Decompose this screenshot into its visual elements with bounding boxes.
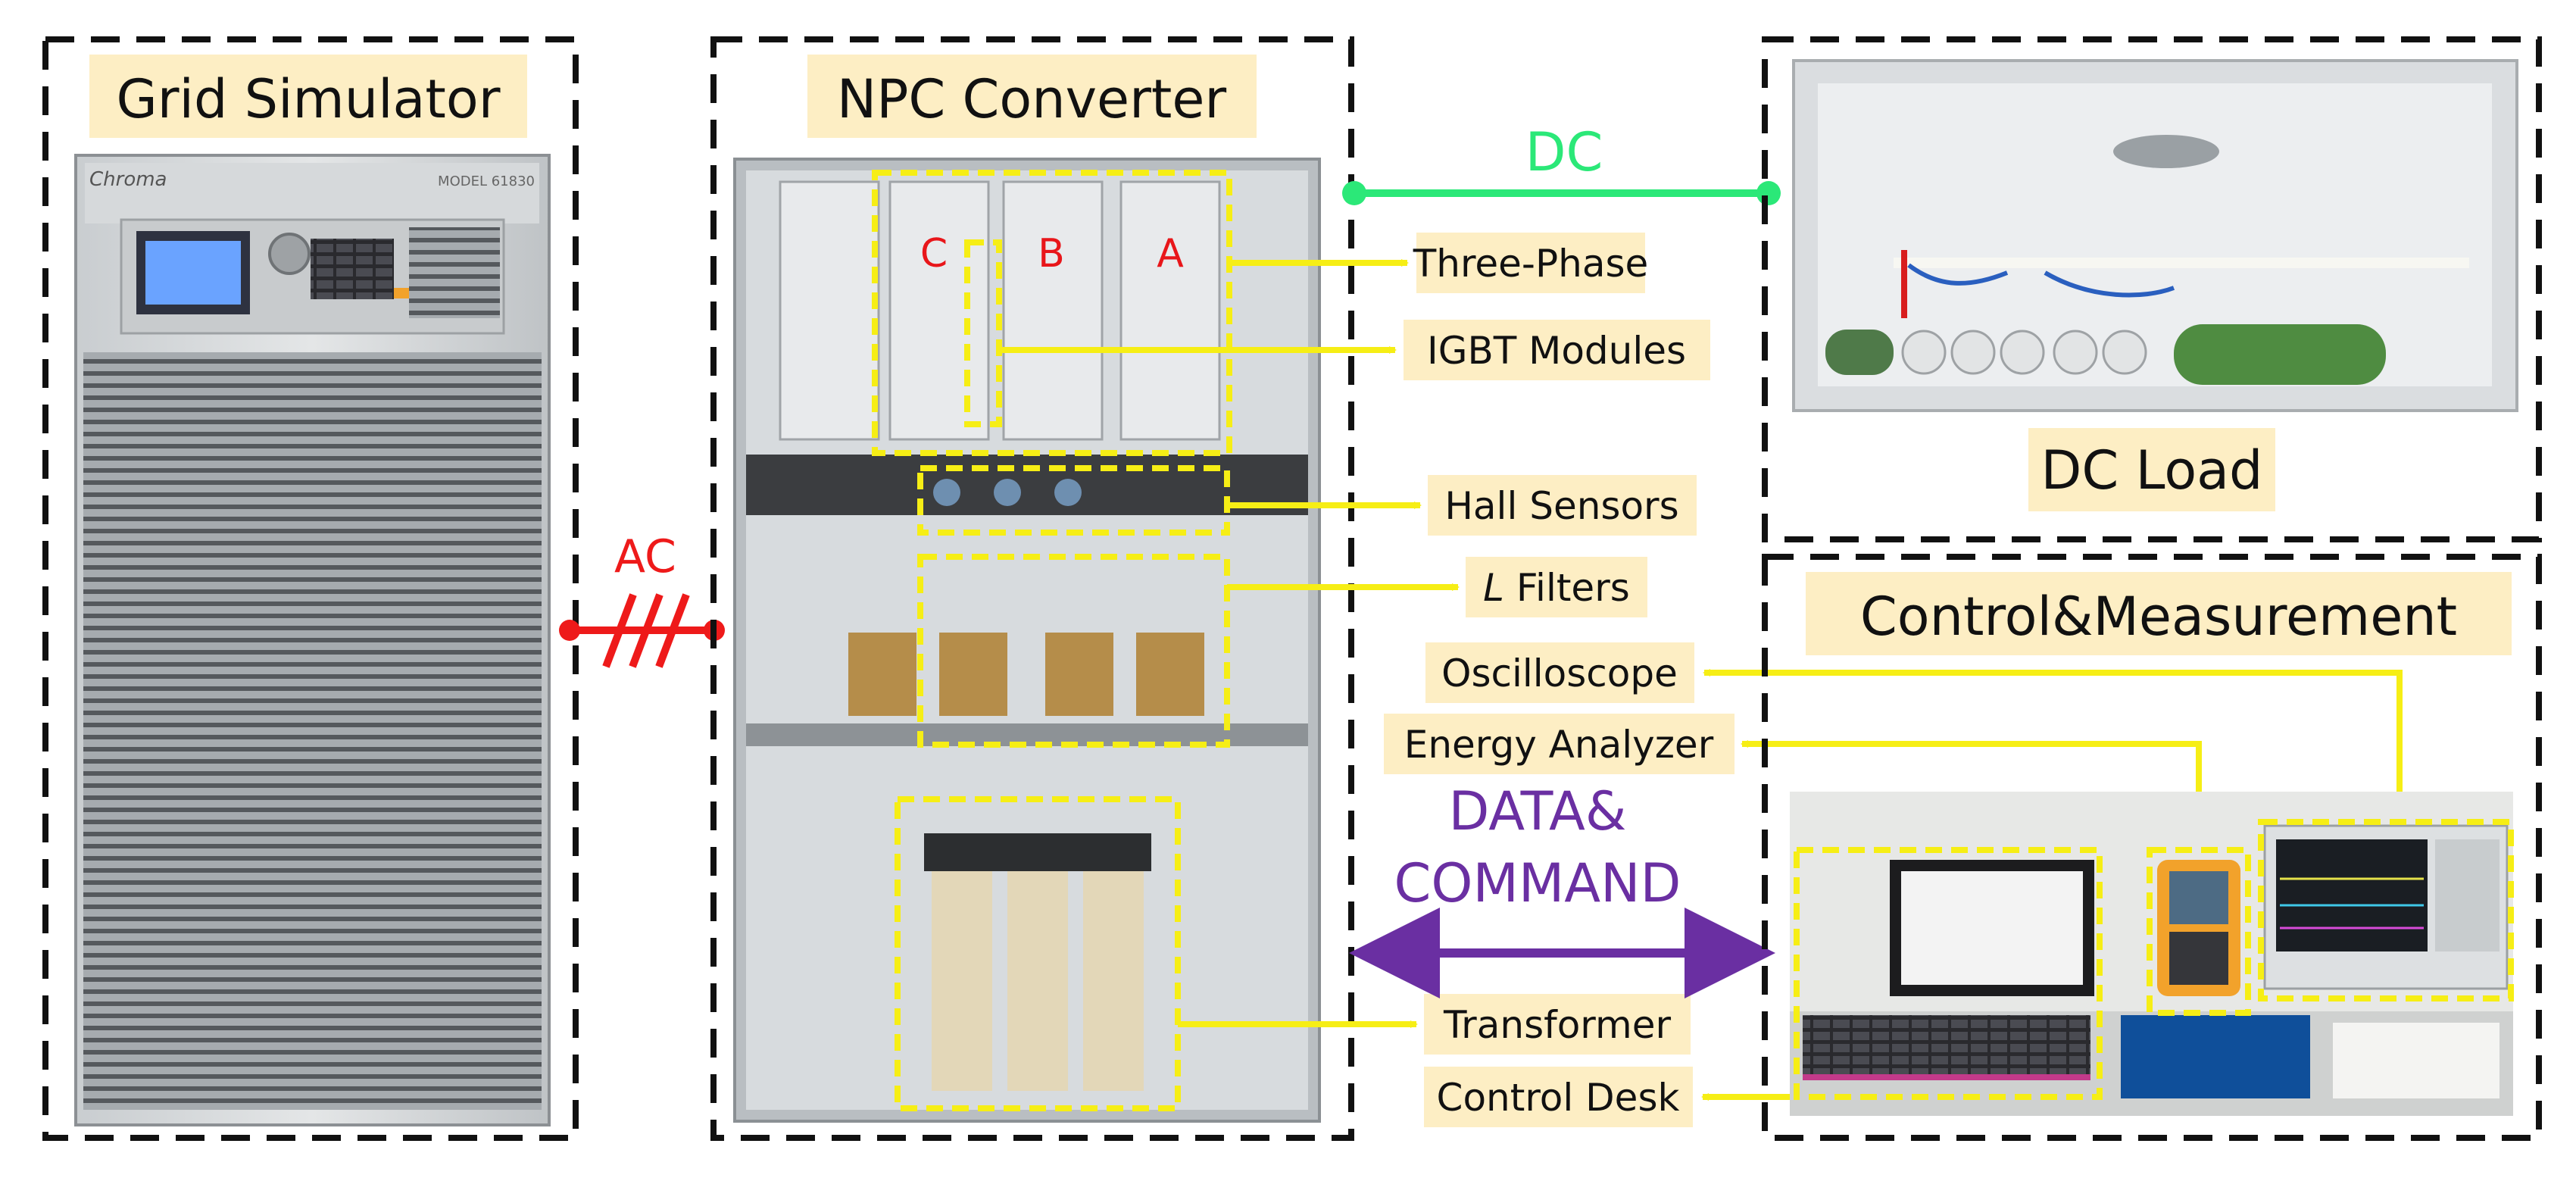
chroma-logo-text: Chroma [89,168,167,191]
igbt-modules-label: IGBT Modules [1427,329,1686,373]
energy-analyzer-label: Energy Analyzer [1404,723,1714,767]
energy-analyzer-highlight [2147,847,2251,1016]
ac-link: AC [559,530,725,668]
dc-link: DC [1342,121,1781,205]
dc-label: DC [1525,121,1603,183]
component-tags: Three-Phase IGBT Modules Hall Sensors L … [999,233,2403,1127]
phase-label-b: B [1038,231,1065,277]
filters-highlight [917,554,1230,748]
data-label: DATA& [1449,780,1627,842]
control-desk-highlight [1794,847,2103,1100]
control-measurement-title: Control&Measurement [1860,586,2457,648]
transformer-label: Transformer [1443,1003,1671,1047]
control-desk-label: Control Desk [1437,1076,1680,1120]
grid-simulator-title: Grid Simulator [117,68,501,130]
grid-simulator-photo: Chroma MODEL 61830 [74,154,551,1126]
npc-converter-panel: NPC Converter C [710,36,1354,1141]
grid-simulator-panel: Grid Simulator Chroma MODEL 61830 [42,36,579,1141]
dc-load-photo [1792,59,2518,412]
data-command-link: DATA& COMMAND [1349,780,1775,998]
l-filters-text: Filters [1504,566,1630,610]
oscilloscope-label: Oscilloscope [1441,651,1678,695]
phase-label-a: A [1157,231,1184,277]
l-filters-symbol: L [1483,566,1504,610]
ac-label: AC [614,530,676,583]
oscilloscope-highlight [2258,819,2514,1001]
control-measurement-panel: Control&Measurement [1762,554,2542,1141]
npc-converter-title: NPC Converter [837,68,1227,130]
three-phase-label: Three-Phase [1413,242,1649,286]
npc-converter-photo [733,158,1321,1123]
hall-sensors-label: Hall Sensors [1444,484,1678,528]
dc-load-panel: DC Load [1762,36,2542,542]
dc-load-title: DC Load [2041,439,2263,502]
transformer-highlight [895,796,1181,1111]
phase-label-c: C [920,231,948,277]
igbt-highlight [964,239,1002,427]
l-filters-label: L Filters [1483,566,1630,610]
model-label-text: MODEL 61830 [438,173,535,189]
command-label: COMMAND [1394,852,1681,914]
three-phase-highlight [872,170,1232,456]
hall-sensors-highlight [917,465,1230,536]
